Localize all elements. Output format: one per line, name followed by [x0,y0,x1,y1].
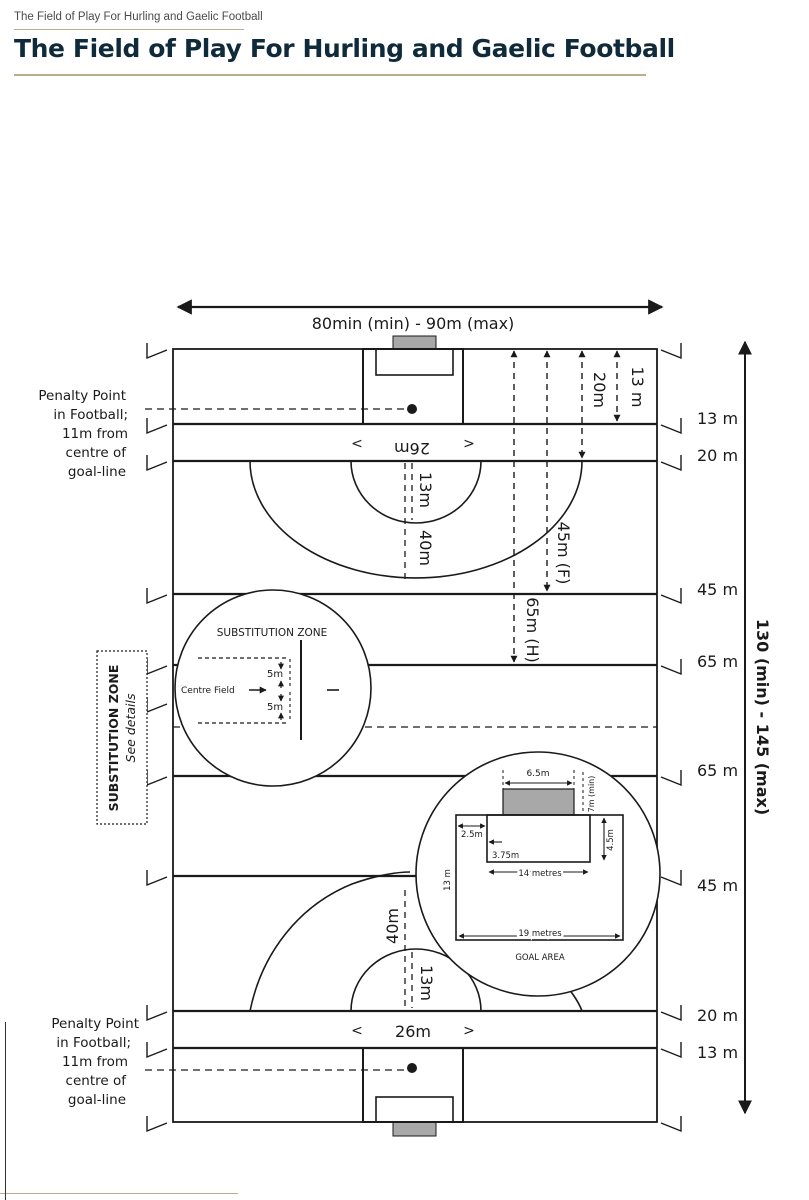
bottom-goal-post [392,1121,437,1137]
bottom-rule [0,1193,238,1194]
penalty-note-bottom-line-4: centre of [66,1073,128,1089]
right-label-top-45m: 45 m [697,580,738,599]
penalty-note-bottom-line-1: Penalty Point [51,1016,139,1032]
breadcrumb-underline [14,29,244,30]
penalty-note-bottom: Penalty Point in Football; 11m from cent… [51,1016,139,1108]
penalty-note-top-line-5: goal-line [68,464,126,480]
top-penalty-spot [407,404,417,414]
top-45m-arc [249,460,583,579]
goal-inset-19m: 19 metres [518,929,562,939]
goal-inset-7m-min: 7m (min) [587,776,596,813]
dist-20m-label: 20m [590,372,609,408]
right-label-bottom-20m: 20 m [697,1006,738,1025]
right-label-bottom-13m: 13 m [697,1043,738,1062]
substitution-inset-title: SUBSTITUTION ZONE [217,627,328,639]
right-label-top-65m: 65 m [697,652,738,671]
top-13m-arc [350,460,482,524]
bottom-40m-arc-label: 40m [383,908,402,944]
left-edge-line [5,1022,6,1200]
bottom-26m-right-chevron: > [463,1023,475,1039]
top-13m-arc-label: 13m [416,472,435,508]
sub-inset-upper-5m: 5m [267,669,283,680]
title-underline [14,74,646,76]
goal-inset-2.5m: 2.5m [461,830,483,840]
page-title: The Field of Play For Hurling and Gaelic… [14,34,675,63]
dist-13m-label: 13 m [628,366,647,407]
top-26m-right-chevron: > [463,436,475,452]
breadcrumb[interactable]: The Field of Play For Hurling and Gaelic… [14,11,263,23]
bottom-13m-arc-label: 13m [417,965,436,1001]
top-26m-label: 26m [394,439,430,458]
bottom-26m-left-chevron: < [351,1023,363,1039]
bottom-small-rectangle [375,1096,454,1123]
substitution-side-label: SUBSTITUTION ZONE [106,665,121,812]
sub-inset-lower-5m: 5m [267,702,283,713]
penalty-note-bottom-line-5: goal-line [68,1092,126,1108]
right-label-top-13m: 13 m [697,409,738,428]
penalty-note-top-line-3: 11m from [62,426,128,442]
bottom-26m-label: 26m [395,1022,431,1041]
bottom-penalty-spot [407,1063,417,1073]
right-label-bottom-65m: 65 m [697,761,738,780]
penalty-note-top-line-2: in Football; [53,407,128,423]
bottom-13m-arc [350,948,482,1012]
goal-inset-net [502,788,575,816]
penalty-note-top-line-1: Penalty Point [38,388,126,404]
top-goal-post [392,335,437,350]
top-26m-left-chevron: < [351,436,363,452]
goal-inset-3.75m: 3.75m [492,851,519,861]
penalty-note-bottom-line-2: in Football; [56,1035,131,1051]
bottom-45m-arc [249,871,411,1012]
right-label-top-20m: 20 m [697,446,738,465]
substitution-see-details[interactable]: See details [123,693,138,762]
goal-inset-13m: 13 m [443,869,453,891]
length-label: 130 (min) - 145 (max) [753,619,772,815]
bottom-large-rectangle [362,1047,464,1123]
goal-inset-4.5m: 4.5m [606,829,616,851]
dist-45f-label: 45m (F) [554,522,573,585]
goal-inset-small-rect [486,814,591,863]
width-label: 80min (min) - 90m (max) [312,314,515,333]
penalty-note-top-line-4: centre of [66,445,128,461]
substitution-inset-circle [174,589,372,787]
penalty-note-bottom-line-3: 11m from [62,1054,128,1070]
right-label-bottom-45m: 45 m [697,876,738,895]
sub-inset-centre-field: Centre Field [181,686,235,696]
goal-inset-title: GOAL AREA [515,953,564,963]
dist-65h-label: 65m (H) [523,597,542,663]
top-40m-arc-label: 40m [416,530,435,566]
goal-inset-6.5m: 6.5m [526,769,549,779]
substitution-side-box[interactable] [96,650,148,825]
penalty-note-top: Penalty Point in Football; 11m from cent… [38,388,128,480]
top-small-rectangle [375,348,454,376]
goal-inset-14m: 14 metres [518,869,562,879]
